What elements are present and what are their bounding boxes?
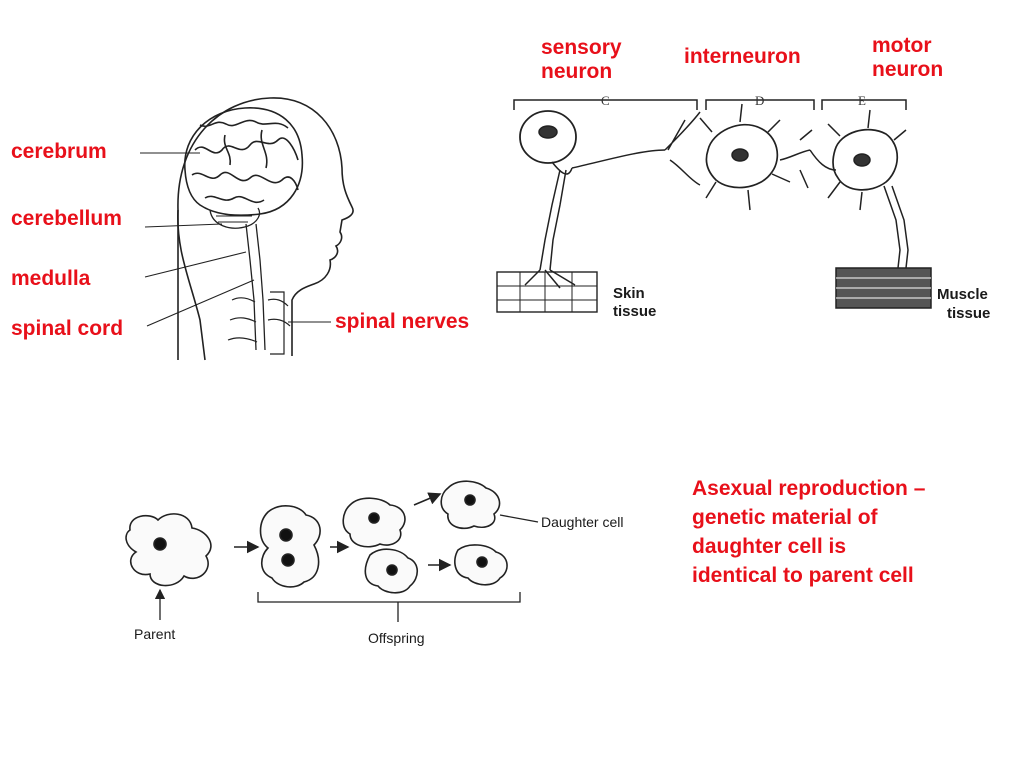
sensory-neuron-line-2: neuron — [541, 60, 613, 83]
head-profile-illustration — [177, 97, 354, 361]
motor-neuron-line-2: neuron — [872, 58, 944, 81]
muscle-label-line-2: tissue — [947, 305, 991, 322]
amoeba-division-illustration — [125, 480, 508, 594]
label-pointer-lines — [140, 152, 331, 327]
note-line-4: identical to parent cell — [692, 564, 914, 587]
muscle-tissue-label: Muscle tissue — [937, 285, 990, 323]
interneuron-label: interneuron — [684, 45, 801, 68]
muscle-label-line-1: Muscle — [937, 286, 988, 303]
reflex-arc-illustration — [496, 99, 932, 313]
note-line-3: daughter cell is — [692, 535, 847, 558]
bracket-d-label: D — [755, 93, 765, 108]
motor-neuron-line-1: motor — [872, 34, 932, 57]
spinal-cord-label: spinal cord — [11, 317, 124, 340]
daughter-cell-label: Daughter cell — [541, 514, 624, 530]
medulla-label: medulla — [11, 267, 91, 290]
offspring-label: Offspring — [368, 630, 425, 646]
motor-neuron-label: motor neuron — [872, 34, 943, 82]
note-line-1: Asexual reproduction – — [692, 477, 926, 500]
cerebellum-label: cerebellum — [11, 207, 122, 230]
skin-label-line-2: tissue — [613, 303, 657, 320]
reproduction-pointers — [154, 514, 539, 622]
sensory-neuron-line-1: sensory — [541, 36, 622, 59]
bracket-c-label: C — [601, 93, 610, 108]
reproduction-arrows — [234, 492, 452, 572]
note-line-2: genetic material of — [692, 506, 878, 529]
skin-tissue-label: Skin tissue — [613, 285, 656, 321]
asexual-reproduction-note: Asexual reproduction – genetic material … — [692, 474, 992, 590]
sensory-neuron-label: sensory neuron — [541, 36, 622, 84]
parent-label: Parent — [134, 626, 176, 642]
spinal-nerves-label: spinal nerves — [335, 310, 470, 333]
skin-label-line-1: Skin — [613, 285, 645, 302]
bracket-e-label: E — [858, 93, 866, 108]
cerebrum-label: cerebrum — [11, 140, 107, 163]
